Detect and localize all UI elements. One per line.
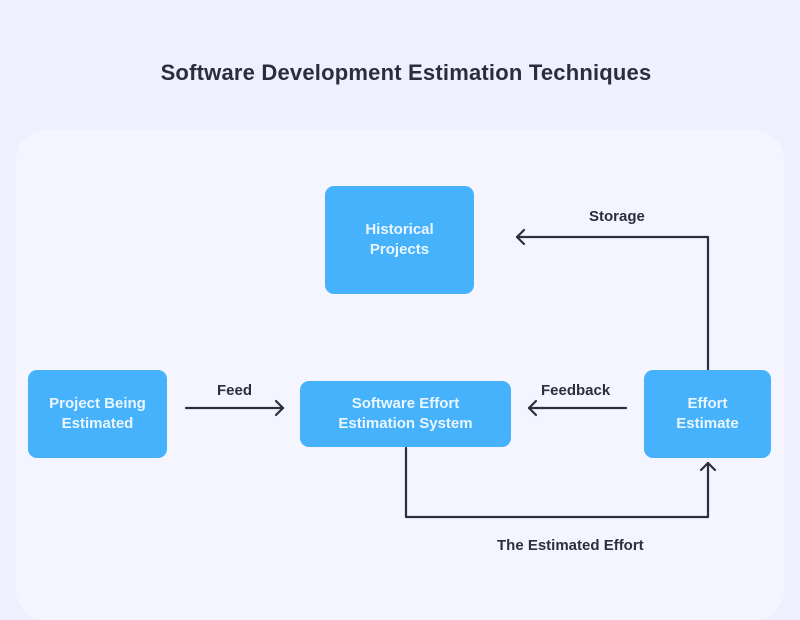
feed-arrow (184, 399, 285, 417)
edge-label-storage: Storage (589, 208, 645, 225)
node-effort-estimate-label: Effort Estimate (676, 395, 739, 432)
node-effort-estimate: Effort Estimate (644, 370, 771, 458)
node-estimation-system: Software Effort Estimation System (300, 381, 511, 447)
node-estimation-system-label: Software Effort Estimation System (338, 395, 473, 432)
diagram-title: Software Development Estimation Techniqu… (160, 60, 652, 85)
estimated-effort-arrow (404, 446, 717, 519)
feedback-arrow (527, 399, 628, 417)
edge-label-feedback: Feedback (541, 382, 611, 399)
edge-label-feed: Feed (217, 382, 253, 399)
storage-arrow (515, 228, 710, 372)
node-historical-projects-label: Historical Projects (365, 221, 434, 258)
edge-layer (184, 228, 717, 519)
edge-label-estimated-effort: The Estimated Effort (497, 537, 644, 554)
node-project-being-estimated-label: Project Being Estimated (49, 395, 146, 432)
node-project-being-estimated: Project Being Estimated (28, 370, 167, 458)
node-historical-projects: Historical Projects (325, 186, 474, 294)
